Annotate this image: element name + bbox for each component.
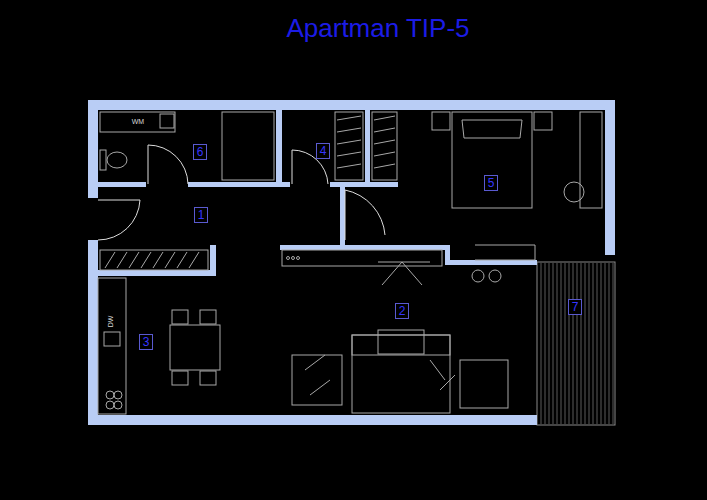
wall (276, 100, 282, 187)
furniture (462, 120, 522, 138)
furniture (222, 112, 274, 180)
room-number-text: 2 (399, 304, 406, 318)
room-number-text: 3 (143, 335, 150, 349)
furniture (287, 257, 290, 260)
furniture (534, 112, 552, 130)
room-number-text: 4 (320, 144, 327, 158)
furniture (352, 335, 450, 355)
furniture (282, 250, 442, 266)
furniture (352, 335, 450, 413)
wall (210, 245, 216, 276)
furniture (104, 332, 120, 346)
room-number: 5 (484, 175, 499, 191)
furniture (114, 391, 122, 399)
wall (98, 270, 215, 276)
furniture (170, 325, 220, 370)
furniture (105, 252, 199, 268)
furniture (564, 182, 584, 202)
room-number: 1 (194, 207, 209, 223)
wall (88, 415, 537, 425)
furniture (372, 112, 397, 180)
room-number: 3 (139, 334, 154, 350)
room-number-text: 6 (197, 145, 204, 159)
furniture (297, 257, 300, 260)
wall (188, 182, 280, 187)
door-swing (148, 145, 188, 184)
furniture (580, 112, 602, 208)
wall (282, 182, 290, 187)
wall (445, 245, 450, 265)
room-number-text: 5 (488, 176, 495, 190)
furniture (172, 371, 188, 385)
balcony-hatch (541, 263, 613, 424)
wall (88, 100, 615, 110)
furniture (200, 371, 216, 385)
appliance-label: DW (107, 315, 114, 327)
furniture (107, 152, 127, 168)
furniture (98, 112, 602, 414)
room-number: 4 (316, 143, 331, 159)
door-swing (345, 190, 385, 240)
balcony-hatch (537, 262, 615, 425)
room-number-text: 7 (572, 300, 579, 314)
furniture (106, 401, 114, 409)
appliance-label: WM (132, 118, 144, 125)
room-number-text: 1 (198, 208, 205, 222)
balcony-hatch (537, 262, 615, 425)
wall (605, 100, 615, 255)
furniture (489, 270, 501, 282)
wall (98, 182, 146, 187)
furniture (452, 112, 532, 208)
furniture (106, 391, 114, 399)
furniture (335, 112, 363, 180)
wall (450, 260, 537, 265)
furniture (98, 278, 126, 414)
door-swing (98, 200, 140, 240)
door-swing (98, 145, 385, 240)
furniture (305, 355, 455, 395)
furniture (475, 245, 535, 260)
furniture (378, 330, 424, 354)
furniture (432, 112, 450, 130)
wall (280, 245, 450, 250)
furniture (374, 116, 395, 168)
room-number: 2 (395, 303, 410, 319)
furniture (100, 250, 208, 270)
furniture (460, 360, 508, 408)
furniture (378, 262, 430, 285)
wall (88, 100, 615, 425)
furniture (292, 257, 295, 260)
furniture (172, 310, 188, 324)
wall (365, 100, 370, 185)
room-number: 7 (568, 299, 583, 315)
furniture (100, 150, 106, 170)
wall (88, 240, 98, 425)
furniture (100, 112, 175, 132)
room-number: 6 (193, 144, 208, 160)
furniture (337, 116, 361, 168)
plan-title: Apartman TIP-5 (286, 13, 469, 44)
wall (340, 185, 345, 245)
furniture (114, 401, 122, 409)
furniture (292, 355, 342, 405)
furniture (160, 114, 174, 128)
furniture (472, 270, 484, 282)
furniture (200, 310, 216, 324)
wall (88, 100, 98, 198)
